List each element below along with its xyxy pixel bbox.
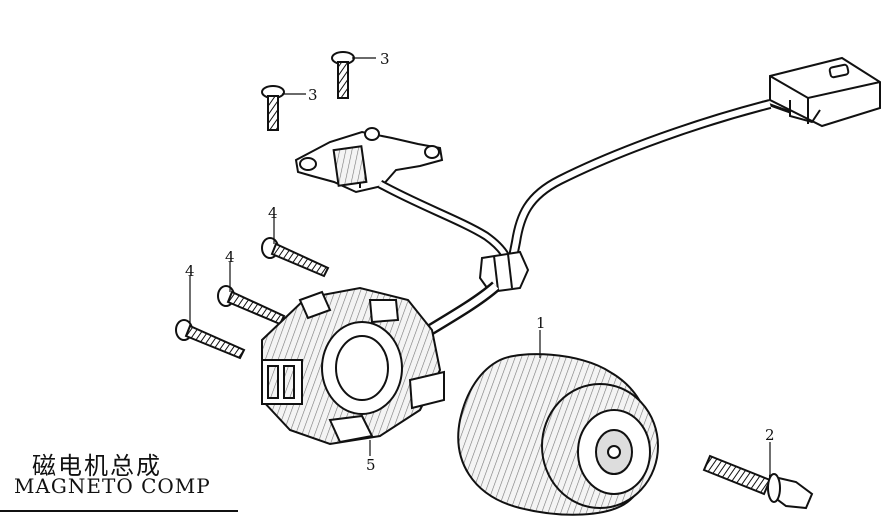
callout-4c: 4 [185,262,195,280]
screw-3b [261,85,285,131]
diagram-title-english: MAGNETO COMP [14,474,211,498]
stator-bolt-a [261,237,330,278]
title-underline [0,510,238,512]
diagram-title-chinese: 磁电机总成 [32,452,162,480]
callout-3b: 3 [308,86,318,104]
stator-assembly [261,286,445,446]
wire-connector-plug [761,56,881,128]
flange-bolt [702,454,814,510]
callout-2: 2 [765,426,775,444]
callout-3a: 3 [380,50,390,68]
callout-4b: 4 [225,248,235,266]
pickup-bracket [294,127,444,194]
stator-bolt-b [217,285,286,326]
screw-3a [331,51,355,99]
callout-5: 5 [366,456,376,474]
callout-1: 1 [536,314,546,332]
rotor-flywheel [457,353,659,516]
leader-lines [189,57,771,476]
stator-bolt-c [175,319,246,360]
wire-harness [507,99,772,263]
callout-4a: 4 [268,204,278,222]
pickup-wire [377,180,513,264]
